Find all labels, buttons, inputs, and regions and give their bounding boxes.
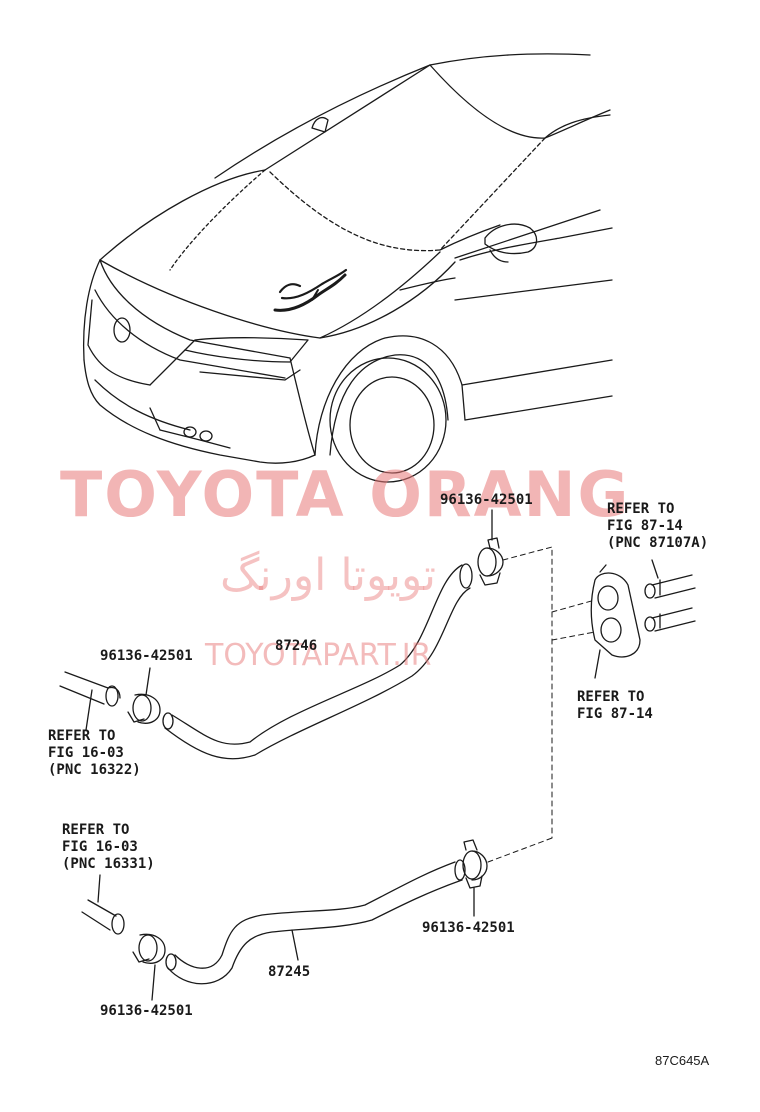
- label-hose-87245: 87245: [268, 964, 311, 980]
- connector-pipes: [644, 559, 696, 632]
- label-hose-87246: 87246: [275, 638, 318, 654]
- hose-87246: [162, 563, 473, 760]
- label-refer-fig-87-14-bottom: REFER TO FIG 87-14: [577, 689, 653, 722]
- watermark-persian: تویوتا اورنگ: [220, 550, 436, 601]
- hose-87245: [165, 859, 466, 985]
- pipe-lower-left: [81, 874, 125, 935]
- watermark-main: TOYOTA ORANG: [60, 458, 631, 531]
- pipe-upper-left: [59, 671, 121, 731]
- watermark-url: TOYOTAPART.IR: [205, 638, 432, 673]
- clip-lower-left: [132, 933, 166, 1001]
- grommet-connector: [590, 564, 641, 679]
- label-clip-left-lower: 96136-42501: [100, 1003, 193, 1019]
- diagram-code: 87C645A: [655, 1053, 710, 1068]
- clip-upper-left: [127, 667, 161, 724]
- dashed-guides: [487, 546, 596, 863]
- label-clip-left-upper: 96136-42501: [100, 648, 193, 664]
- car-illustration: [83, 53, 613, 483]
- label-refer-fig-16-03-upper: REFER TO FIG 16-03 (PNC 16322): [48, 728, 141, 778]
- clip-lower-right: [462, 839, 488, 917]
- label-clip-right-lower: 96136-42501: [422, 920, 515, 936]
- label-refer-fig-16-03-lower: REFER TO FIG 16-03 (PNC 16331): [62, 822, 155, 872]
- label-clip-top: 96136-42501: [440, 492, 533, 508]
- label-refer-fig-87-14-top: REFER TO FIG 87-14 (PNC 87107A): [607, 501, 709, 551]
- clip-upper-right: [477, 509, 504, 586]
